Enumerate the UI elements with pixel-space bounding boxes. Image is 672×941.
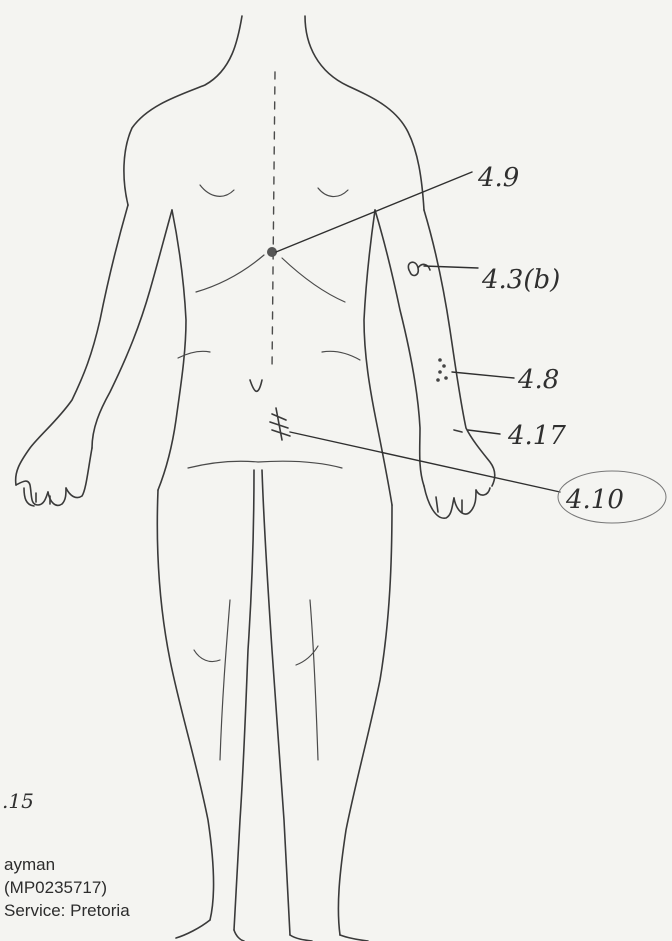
margin-note: .15 xyxy=(2,789,34,813)
label-4-3b: 4.3(b) xyxy=(481,265,560,295)
body-detail-lines xyxy=(178,72,360,760)
label-4-8: 4.8 xyxy=(517,365,559,395)
injury-mark-4-17 xyxy=(454,430,462,432)
footer-line-1: ayman xyxy=(4,855,55,874)
body-outline xyxy=(16,16,495,941)
footer-line-3: Service: Pretoria xyxy=(4,901,130,920)
label-4-17: 4.17 xyxy=(507,421,566,451)
footer-line-2: (MP0235717) xyxy=(4,878,107,897)
injury-mark-4-10 xyxy=(270,408,290,440)
label-4-9: 4.9 xyxy=(477,163,519,193)
label-4-10: 4.10 xyxy=(565,485,624,515)
injury-mark-4-8 xyxy=(436,358,448,382)
injury-mark-4-3b xyxy=(408,262,430,275)
